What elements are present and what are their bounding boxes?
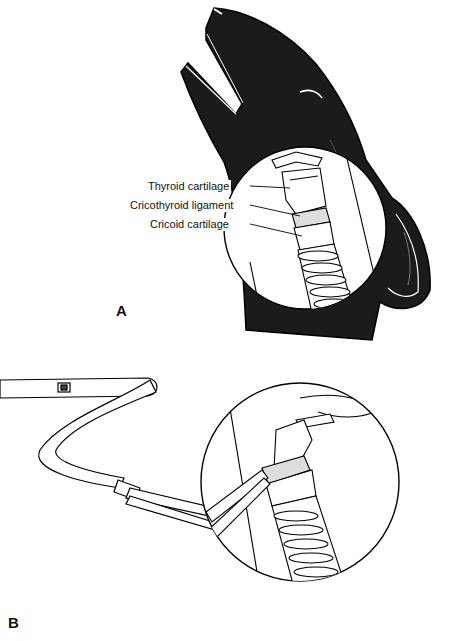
structure-label: Cricoid cartilage — [148, 218, 231, 231]
dog-head — [181, 8, 430, 340]
panel-letter: A — [114, 302, 129, 319]
larynx-inset-a — [224, 147, 386, 340]
tracheostomy-tube — [0, 378, 232, 532]
structure-label: Thyroid cartilage — [146, 180, 231, 193]
larynx-inset-b — [201, 383, 399, 610]
structure-label: Cricothyroid ligament — [128, 199, 235, 212]
panel-letter: B — [6, 614, 21, 631]
